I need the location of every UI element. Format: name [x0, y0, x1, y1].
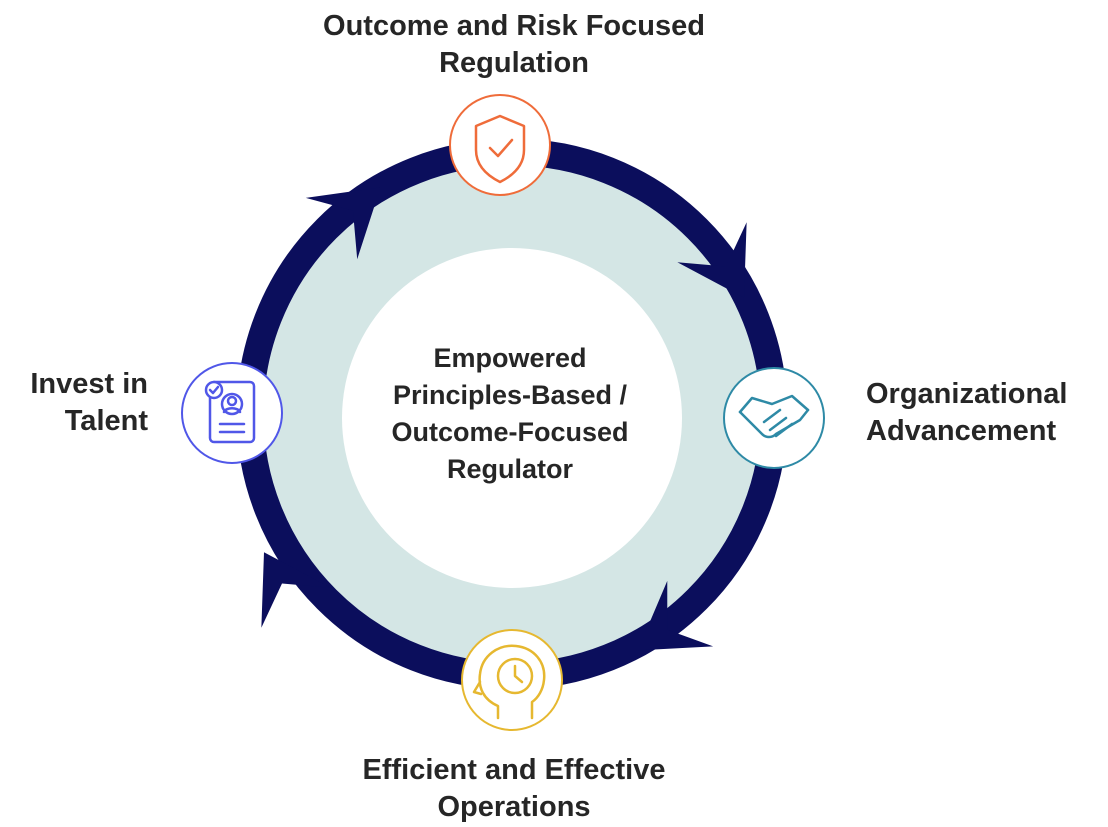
node-bottom [461, 629, 563, 731]
node-right [723, 367, 825, 469]
node-label-line: Invest in [30, 368, 148, 400]
node-label-left: Invest in Talent [0, 366, 148, 440]
node-left [181, 362, 283, 464]
center-label-line: Regulator [446, 454, 573, 484]
node-label-line: Regulation [439, 47, 589, 79]
head-clock-icon [472, 644, 546, 720]
node-label-line: Efficient and Effective [362, 754, 666, 786]
node-label-right: Organizational Advancement [866, 376, 1106, 450]
center-label: Empowered Principles-Based / Outcome-Foc… [360, 340, 660, 488]
node-label-line: Advancement [866, 415, 1057, 447]
handshake-icon [738, 394, 810, 439]
node-label-line: Outcome and Risk Focused [323, 10, 705, 42]
arrow-marker-top-right [677, 222, 747, 298]
node-top [449, 94, 551, 196]
profile-document-icon [204, 380, 256, 444]
arrow-marker-bottom-right [637, 580, 714, 651]
center-label-line: Principles-Based / [392, 380, 628, 410]
node-label-line: Organizational [866, 378, 1068, 410]
arrow-marker-bottom-left [261, 552, 331, 628]
shield-check-icon [474, 114, 526, 184]
node-label-line: Operations [437, 791, 591, 823]
center-label-line: Outcome-Focused [391, 417, 629, 447]
arrow-marker-top-left [305, 187, 381, 260]
center-label-line: Empowered [433, 343, 587, 373]
node-label-bottom: Efficient and Effective Operations [204, 752, 824, 826]
node-label-line: Talent [64, 405, 148, 437]
node-label-top: Outcome and Risk Focused Regulation [204, 8, 824, 82]
center-circle [342, 248, 682, 588]
